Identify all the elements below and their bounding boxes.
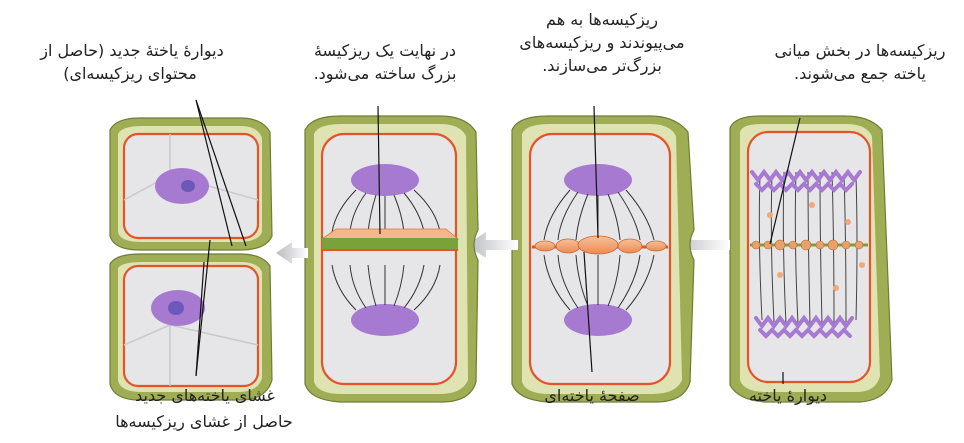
nucleus-bottom [564, 304, 632, 336]
label-vesicles-gather-line2: یاخته جمع می‌شوند. [760, 62, 960, 85]
nucleus-top [351, 164, 419, 196]
arrow-3 [276, 242, 308, 264]
nucleus-bottom [351, 304, 419, 336]
label-cell-plate: صفحهٔ یاخته‌ای [512, 384, 672, 407]
nucleus-top [564, 164, 632, 196]
label-large-vesicle-line1: در نهایت یک ریزکیسهٔ [292, 39, 478, 62]
label-vesicles-fuse-line3: بزرگ‌تر می‌سازند. [512, 54, 692, 77]
cell-large-vesicle [305, 116, 478, 402]
label-large-vesicle-line2: بزرگ ساخته می‌شود. [292, 62, 478, 85]
label-vesicles-gather-line1: ریزکیسه‌ها در بخش میانی [760, 39, 960, 62]
label-new-wall-line2: محتوای ریزکیسه‌ای) [30, 62, 230, 85]
label-new-membranes-line2: حاصل از غشای ریزکیسه‌ها [84, 410, 324, 433]
label-cell-wall: دیوارهٔ یاخته [718, 384, 858, 407]
label-vesicles-fuse-line1: ریزکیسه‌ها به هم [512, 8, 692, 31]
vesicles-row [752, 240, 863, 250]
new-cell-plate [322, 238, 458, 250]
label-new-wall-line1: دیوارهٔ یاختهٔ جدید (حاصل از [4, 39, 260, 62]
label-new-membranes-line1: غشای یاخته‌های جدید [90, 384, 320, 407]
cell-daughters [110, 118, 272, 400]
cell-vesicles-fusing [512, 116, 694, 402]
label-vesicles-fuse-line2: می‌پیوندند و ریزکیسه‌های [512, 31, 692, 54]
cell-vesicles-gathering [730, 116, 892, 402]
large-vesicle [322, 229, 458, 239]
